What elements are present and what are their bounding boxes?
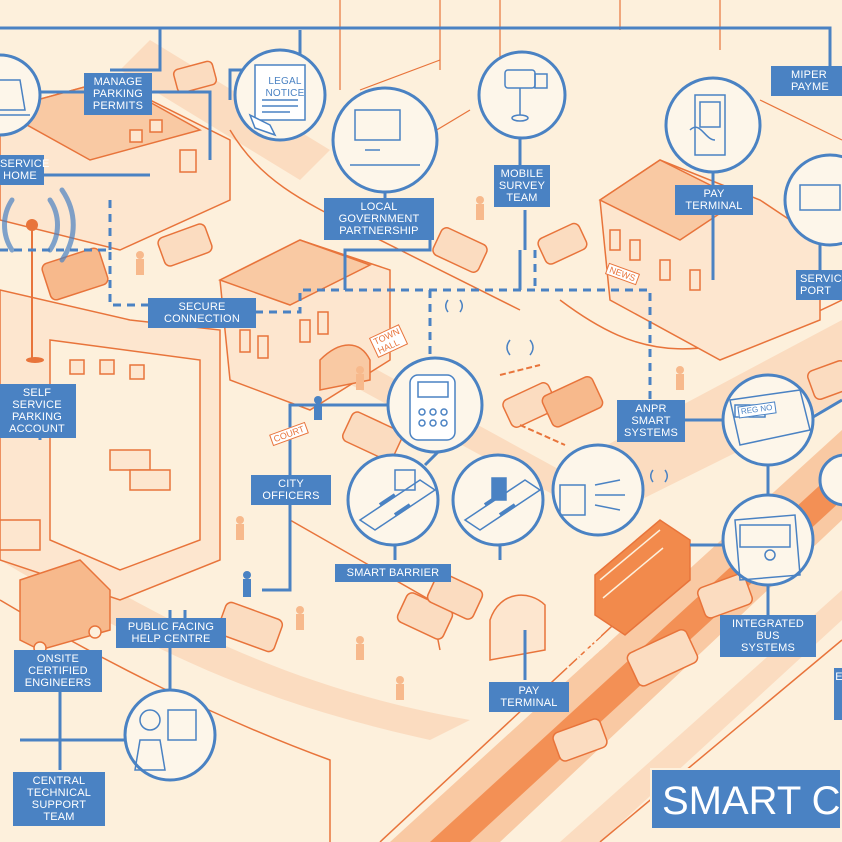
- road-bottom-left: [0, 520, 470, 740]
- pedestrians: [136, 196, 684, 700]
- miper-payments-label: MiPer PAYME: [771, 66, 842, 96]
- anpr-smart-systems-label: ANPR SMART SYSTEMS: [617, 400, 685, 442]
- road-top-left: [120, 40, 330, 180]
- engineer-van: [19, 559, 111, 655]
- pay-terminal-top-label: PAY TERMINAL: [675, 185, 753, 215]
- page-title: SMART C: [650, 768, 842, 830]
- road-middle: [250, 300, 842, 520]
- antenna-left: [26, 219, 44, 363]
- inset-drawings: [0, 64, 841, 771]
- service-home-label: SERVICE HOME: [0, 155, 49, 185]
- house-left: [0, 79, 231, 251]
- smart-barrier-label: SMART BARRIER: [335, 564, 451, 582]
- mobile-survey-team-label: MOBILE SURVEY TEAM: [494, 165, 550, 207]
- service-portal-label: SERVIC PORT: [796, 270, 842, 300]
- central-technical-support-team-label: CENTRAL TECHNICAL SUPPORT TEAM: [13, 772, 105, 826]
- small-signals: [445, 299, 668, 483]
- city-officer-figures: [243, 396, 322, 597]
- manage-parking-permits-label: MANAGE PARKING PERMITS: [84, 73, 152, 115]
- secure-connection-label: SECURE CONNECTION: [148, 298, 256, 328]
- signal-waves-left: [2, 187, 76, 263]
- onsite-certified-engineers-label: ONSITE CERTIFIED ENGINEERS: [14, 650, 102, 692]
- public-facing-help-centre-label: PUBLIC FACING HELP CENTRE: [116, 618, 226, 648]
- secure-connection-dashed: [0, 200, 652, 400]
- local-government-partnership-label: LOCAL GOVERNMENT PARTNERSHIP: [324, 198, 434, 240]
- town-hall-building: [218, 239, 391, 411]
- office-building: [0, 289, 221, 601]
- city-officers-label: CITY OFFICERS: [251, 475, 331, 505]
- barrier-gate: [499, 364, 566, 446]
- integrated-bus-systems-label: INTEGRATED BUS SYSTEMS: [720, 615, 816, 657]
- cars: [41, 60, 842, 762]
- bus: [594, 519, 691, 636]
- edge-fragment-label: E: [834, 668, 842, 720]
- background-towers: [339, 0, 842, 141]
- pay-terminal-bottom-label: PAY TERMINAL: [489, 682, 569, 712]
- self-service-parking-account-label: SELF SERVICE PARKING ACCOUNT: [0, 384, 76, 438]
- bus-shelter: [489, 594, 546, 661]
- legal-notice-text: LEGAL NOTICE: [265, 76, 305, 99]
